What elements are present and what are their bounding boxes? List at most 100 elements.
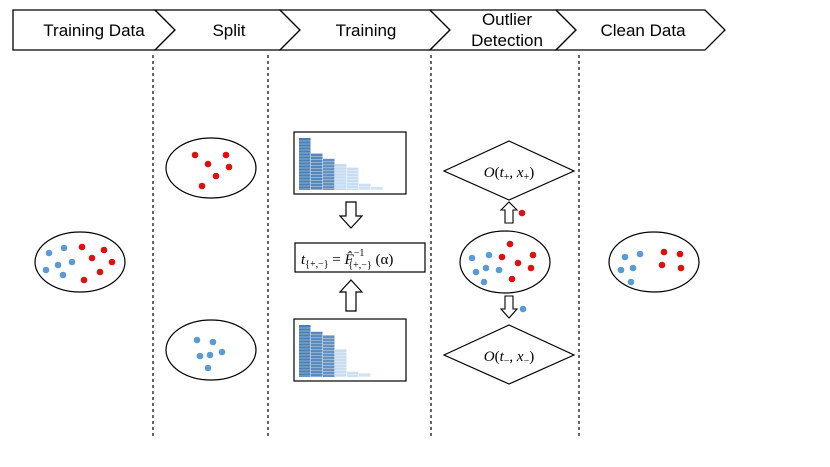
split-negative-set — [165, 319, 257, 381]
positive-histogram-bar — [323, 158, 335, 190]
negative-point — [482, 264, 490, 272]
negative-point — [209, 338, 217, 346]
stage-label-clean-data: Clean Data — [600, 21, 686, 40]
negative-point — [59, 271, 67, 279]
formula-F-sub: {+,−} — [348, 260, 371, 271]
negative-point — [627, 278, 635, 286]
positive-point — [529, 251, 537, 259]
negative-histogram-bar — [311, 331, 323, 377]
training-data-ellipse — [34, 231, 126, 293]
positive-point — [498, 253, 506, 261]
positive-point — [225, 163, 233, 171]
positive-point — [198, 182, 206, 190]
negative-histogram-panel — [293, 318, 407, 382]
negative-point — [45, 249, 53, 257]
positive-point — [108, 258, 116, 266]
positive-histogram-bar — [347, 167, 359, 190]
positive-point — [518, 209, 526, 217]
positive-point — [660, 248, 668, 256]
positive-histogram-bar — [335, 164, 347, 190]
negative-point — [196, 352, 204, 360]
diamond-negative-shape — [442, 324, 576, 385]
positive-point — [514, 259, 522, 267]
positive-point — [658, 261, 666, 269]
outlier-negative-formula: O(t−, x−) — [484, 349, 534, 367]
stage-label-training: Training — [336, 21, 397, 40]
training-data-set — [34, 231, 126, 293]
stage-label-training-data: Training Data — [43, 21, 145, 40]
threshold-formula-box: t{+,−} = F̂−1{+,−} (α) — [294, 242, 426, 273]
positive-point — [506, 240, 514, 248]
positive-point — [88, 254, 96, 262]
positive-point — [508, 275, 516, 283]
negative-point — [519, 305, 527, 313]
stage-header-clean-data — [554, 9, 726, 51]
formula-t: t — [301, 252, 306, 268]
positive-histogram-panel — [293, 131, 407, 195]
positive-point — [527, 264, 535, 272]
negative-histogram-bar — [347, 371, 359, 377]
positive-histogram-bars — [299, 138, 383, 191]
positive-point — [100, 246, 108, 254]
positive-point — [80, 276, 88, 284]
split-positive-set — [165, 137, 257, 199]
positive-point — [96, 268, 104, 276]
outlier-positive-formula: O(t+, x+) — [484, 165, 534, 183]
formula-t-sub: {+,−} — [305, 259, 328, 270]
outlier-negative-diamond: O(t−, x−) — [442, 324, 576, 385]
formula-F: F̂ — [344, 252, 355, 268]
negative-point — [193, 336, 201, 344]
negative-point — [617, 266, 625, 274]
down-arrow-icon — [499, 295, 519, 319]
formula-alpha: (α) — [372, 252, 394, 268]
stage-separators — [152, 55, 580, 438]
positive-split-ellipse — [165, 137, 257, 199]
negative-point — [485, 251, 493, 259]
clean-data-set — [608, 231, 700, 293]
diamond-positive-shape — [442, 140, 576, 201]
clean-data-ellipse — [608, 231, 700, 293]
positive-point — [677, 264, 685, 272]
threshold-formula: t{+,−} = F̂−1{+,−} (α) — [301, 248, 393, 271]
negative-histogram-bar — [359, 373, 371, 377]
negative-point — [206, 351, 214, 359]
negative-point — [68, 258, 76, 266]
outlier-mixed-ellipse — [459, 230, 551, 294]
positive-point — [676, 250, 684, 258]
stage-label-split: Split — [212, 21, 245, 40]
negative-histogram-bar — [299, 325, 311, 377]
negative-point — [468, 254, 476, 262]
negative-split-ellipse — [165, 319, 257, 381]
negative-histogram-frame — [293, 318, 407, 382]
positive-point — [78, 243, 86, 251]
negative-point — [42, 266, 50, 274]
outlier-positive-diamond: O(t+, x+) — [442, 140, 576, 201]
negative-point — [621, 253, 629, 261]
stage-label-outlier-line1: Outlier — [482, 10, 532, 29]
negative-point — [54, 261, 62, 269]
negative-point — [629, 264, 637, 272]
negative-point — [60, 244, 68, 252]
negative-point — [636, 250, 644, 258]
negative-point — [480, 278, 488, 286]
positive-point — [222, 151, 230, 159]
positive-histogram-bar — [371, 186, 383, 190]
negative-histogram-bar — [335, 349, 347, 377]
outlier-mixed-set — [459, 230, 551, 294]
up-arrow-icon — [499, 201, 519, 224]
down-arrow-icon — [338, 201, 364, 229]
threshold-formula-frame — [294, 242, 426, 273]
negative-point — [204, 364, 212, 372]
negative-point — [495, 266, 503, 274]
negative-point — [218, 348, 226, 356]
pipeline-header: Training Data Split Training Outlier Det… — [12, 9, 726, 51]
positive-histogram-bar — [299, 138, 311, 190]
positive-point — [191, 151, 199, 159]
positive-point — [212, 172, 220, 180]
formula-eq: = — [329, 252, 345, 268]
formula-F-sup: −1 — [354, 248, 365, 259]
up-arrow-icon — [338, 279, 364, 312]
negative-point — [472, 268, 480, 276]
positive-point — [204, 160, 212, 168]
